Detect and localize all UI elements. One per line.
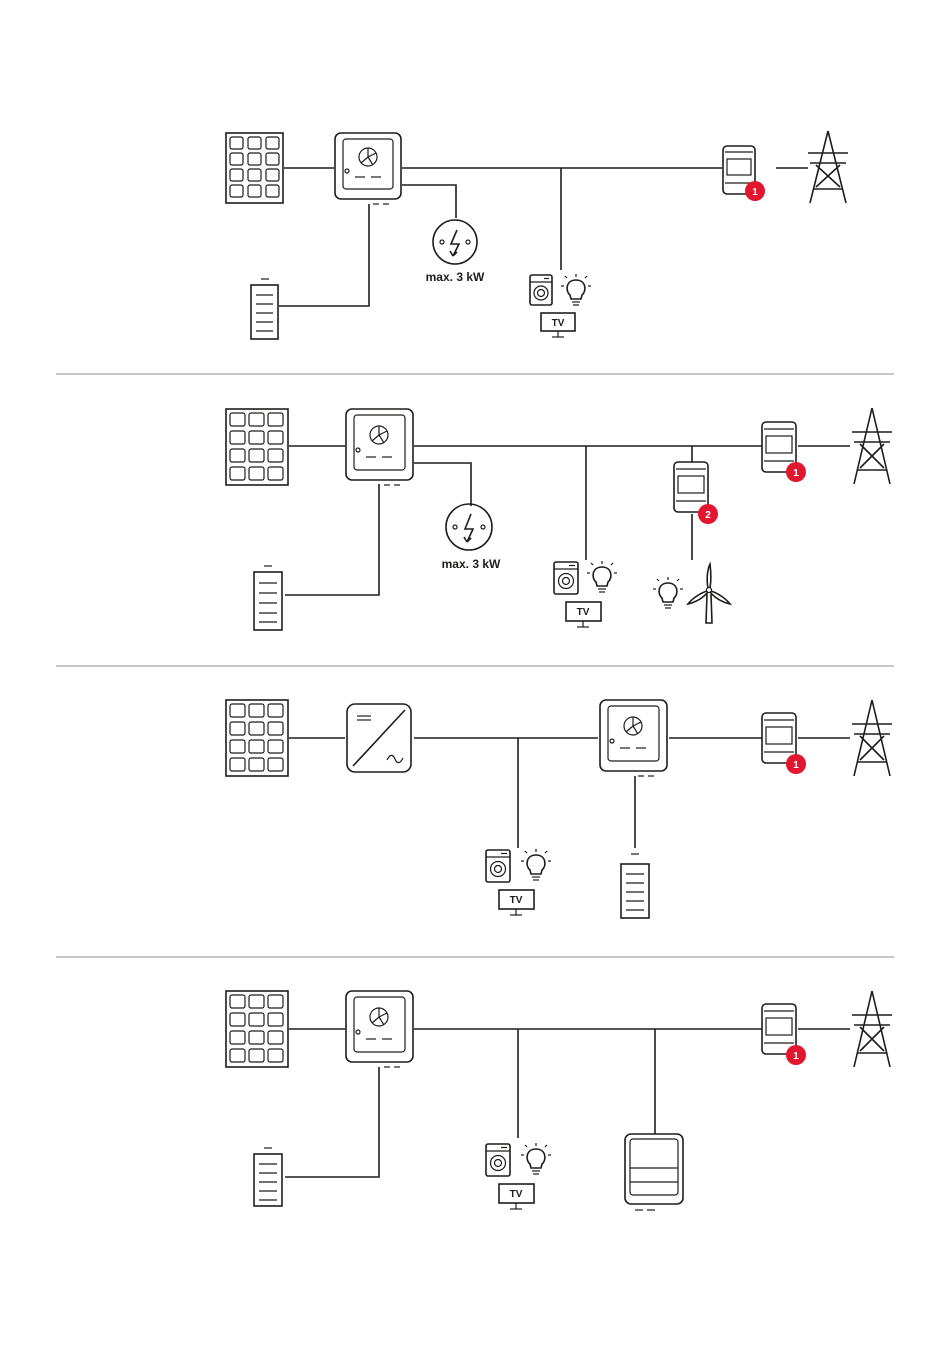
hybrid-inverter-icon [335,133,401,204]
solar-panel-icon [226,409,288,485]
lightbulb-icon [653,577,683,608]
tv-icon: TV [566,602,601,627]
tv-label: TV [510,1189,523,1200]
power-pylon-icon [852,700,892,776]
solar-panel-icon [226,133,283,203]
washing-machine-icon [486,1144,510,1176]
power-pylon-icon [852,408,892,484]
smart-meter-icon: 1 [762,422,806,482]
meter-badge: 2 [705,510,711,521]
smart-meter-icon: 1 [723,146,765,201]
wires [289,738,850,848]
tv-icon: TV [499,1184,534,1209]
solar-panel-icon [226,700,288,776]
secondary-meter-icon: 2 [674,462,718,524]
wallbox-icon [433,220,477,264]
power-pylon-icon [852,991,892,1067]
battery-icon [251,279,278,339]
wires [285,446,850,595]
consumers-group: TV [554,561,617,627]
smart-meter-icon: 1 [762,1004,806,1065]
tv-label: TV [510,895,523,906]
tv-icon: TV [541,313,575,337]
lightbulb-icon [521,1143,551,1174]
pv-inverter-icon [347,704,411,772]
diagram-1: max. 3 kW [226,131,848,339]
meter-badge: 1 [793,468,799,479]
solar-panel-icon [226,991,288,1067]
meter-badge: 1 [793,760,799,771]
hybrid-inverter-icon [346,991,413,1067]
wind-turbine-icon [688,564,730,623]
wallbox-icon [446,504,492,550]
meter-badge: 1 [793,1051,799,1062]
diagram-4: TV 1 [226,991,892,1210]
tv-icon: TV [499,890,534,915]
washing-machine-icon [554,562,578,594]
power-pylon-icon [808,131,848,203]
battery-icon [254,1148,282,1206]
consumers-group: TV [486,1143,551,1209]
battery-icon [254,566,282,630]
secondary-inverter-icon [625,1134,683,1210]
battery-icon [621,854,649,918]
consumers-group: TV [486,849,551,915]
consumers-group: TV [530,274,591,337]
meter-badge: 1 [752,187,758,198]
diagram-3: TV 1 [226,700,892,918]
wallbox-power-label: max. 3 kW [442,557,501,571]
washing-machine-icon [486,850,510,882]
smart-meter-icon: 1 [762,713,806,774]
tv-label: TV [577,607,590,618]
wires [285,1029,850,1177]
diagram-2: max. 3 kW TV [226,408,892,630]
hybrid-inverter-icon [346,409,413,485]
lightbulb-icon [561,274,591,305]
wallbox-power-label: max. 3 kW [426,270,485,284]
hybrid-inverter-icon [600,700,667,776]
lightbulb-icon [521,849,551,880]
washing-machine-icon [530,275,552,305]
tv-label: TV [552,318,565,329]
lightbulb-icon [587,561,617,592]
